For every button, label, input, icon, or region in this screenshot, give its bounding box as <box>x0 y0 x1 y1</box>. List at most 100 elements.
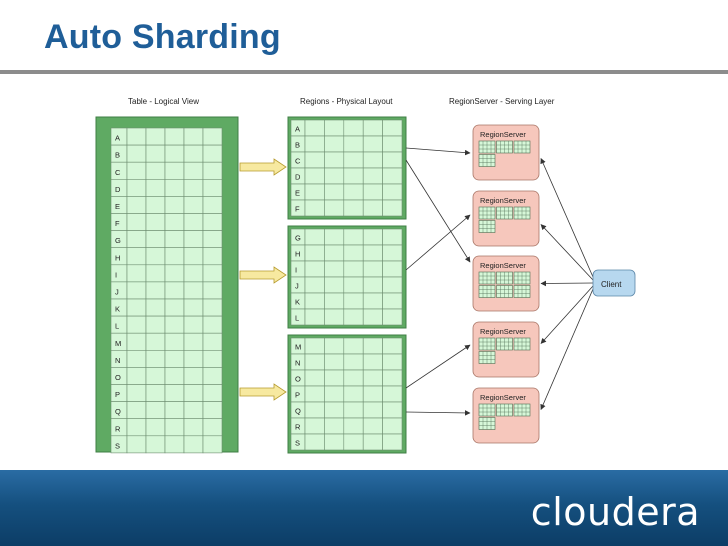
logical-cell <box>164 230 185 249</box>
region-row-label: K <box>295 298 300 307</box>
logical-cell <box>202 349 223 368</box>
region-cell <box>304 353 325 371</box>
logical-cell <box>183 161 204 180</box>
logical-cell <box>126 367 147 385</box>
region-row-label: L <box>295 314 299 323</box>
region-cell <box>362 276 383 294</box>
logical-cell <box>126 418 147 437</box>
logical-row-label: E <box>115 202 120 211</box>
logical-row-label: M <box>115 339 121 348</box>
logical-cell <box>145 401 166 420</box>
region-cell <box>304 401 325 419</box>
region-cell <box>304 385 325 403</box>
logical-cell <box>126 213 147 231</box>
logical-cell <box>145 315 166 334</box>
region-row-label: S <box>295 439 300 448</box>
footer-bar: cloudera <box>0 470 728 546</box>
logical-cell <box>164 332 185 351</box>
logical-cell <box>202 247 223 266</box>
region-row-label: C <box>295 157 301 166</box>
logical-cell <box>145 230 166 249</box>
region-cell <box>343 417 364 435</box>
region-row-label: A <box>295 125 300 134</box>
logical-row-label: J <box>115 288 119 297</box>
region-cell <box>343 244 364 262</box>
logical-cell <box>183 127 204 146</box>
region-cell <box>304 228 325 246</box>
region-cell <box>382 244 403 262</box>
region-cell <box>324 369 345 387</box>
region-cell <box>382 199 403 217</box>
region-cell <box>362 385 383 403</box>
logical-cell <box>202 161 223 180</box>
region-cell <box>343 183 364 201</box>
logical-cell <box>164 213 185 231</box>
logical-cell <box>126 384 147 402</box>
region-cell <box>343 199 364 217</box>
logical-cell <box>202 144 223 163</box>
region-cell <box>362 228 383 246</box>
logical-cell <box>183 332 204 351</box>
logical-cell <box>126 332 147 351</box>
logical-cell <box>126 281 147 300</box>
logical-row-label: B <box>115 151 120 160</box>
region-cell <box>304 260 325 278</box>
logical-cell <box>202 435 223 454</box>
logical-cell <box>126 144 147 163</box>
logical-cell <box>202 384 223 402</box>
region-cell <box>382 292 403 310</box>
region-cell <box>362 119 383 137</box>
slide-title: Auto Sharding <box>44 18 281 56</box>
logical-cell <box>126 349 147 368</box>
assignment-lines <box>405 147 594 416</box>
client-node: Client <box>592 269 636 297</box>
region-server-label: RegionServer <box>480 196 526 205</box>
region-cell <box>362 260 383 278</box>
logical-cell <box>145 127 166 146</box>
logical-cell <box>202 127 223 146</box>
region-row-label: D <box>295 173 301 182</box>
region-cell <box>362 199 383 217</box>
region-cell <box>382 276 403 294</box>
logical-cell <box>183 144 204 163</box>
logical-row-label: L <box>115 322 119 331</box>
logical-cell <box>202 315 223 334</box>
logical-cell <box>202 298 223 317</box>
logical-cell <box>145 281 166 300</box>
region-row-label: G <box>295 234 301 243</box>
region-cell <box>343 276 364 294</box>
logical-cell <box>183 281 204 300</box>
logical-cell <box>164 281 185 300</box>
logical-row-label: H <box>115 253 120 262</box>
region-server-label: RegionServer <box>480 393 526 402</box>
header-logical-view: Table - Logical View <box>128 97 199 106</box>
logical-cell <box>164 127 185 146</box>
logical-cell <box>164 435 185 454</box>
region-cell <box>324 228 345 246</box>
logical-label-cell <box>110 281 128 300</box>
logical-row-label: C <box>115 168 121 177</box>
logical-cell <box>164 196 185 214</box>
logical-cell <box>202 367 223 385</box>
logical-cell <box>126 247 147 266</box>
logical-cell <box>145 247 166 266</box>
logical-cell <box>145 349 166 368</box>
logical-cell <box>183 418 204 437</box>
logical-cell <box>126 401 147 420</box>
logical-row-label: F <box>115 219 120 228</box>
logical-cell <box>202 213 223 231</box>
region-server-label: RegionServer <box>480 327 526 336</box>
logical-cell <box>202 401 223 420</box>
logical-cell <box>183 230 204 249</box>
logical-row-label: R <box>115 424 121 433</box>
region-arrow <box>239 266 287 284</box>
assign-line <box>405 344 471 389</box>
logical-cell <box>202 196 223 214</box>
region-cell <box>382 151 403 169</box>
region-cell <box>362 167 383 185</box>
region-cell <box>343 353 364 371</box>
region-cell <box>362 183 383 201</box>
region-label-cell <box>290 260 306 278</box>
logical-cell <box>183 196 204 214</box>
